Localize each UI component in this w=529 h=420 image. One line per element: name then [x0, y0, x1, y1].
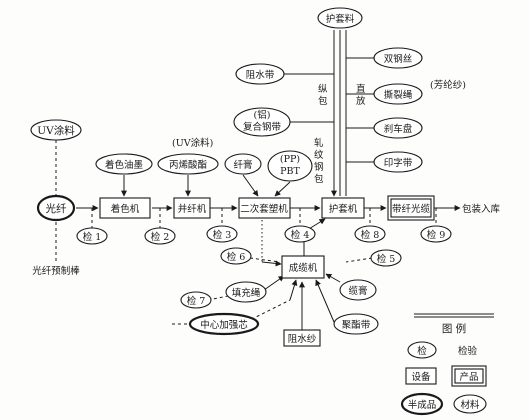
- svg-text:检 4: 检 4: [291, 229, 310, 241]
- svg-text:聚酯带: 聚酯带: [342, 320, 371, 331]
- svg-text:检 8: 检 8: [361, 229, 380, 241]
- svg-text:撕裂绳: 撕裂绳: [384, 89, 413, 101]
- polyester-tape-material: 聚酯带: [333, 313, 379, 335]
- legend: 图 例 检 检验 设备 产品 半成品 材料: [400, 313, 494, 416]
- svg-text:复合钢带: 复合钢带: [243, 121, 282, 133]
- finished-cable-product: 带纤光缆: [387, 195, 435, 221]
- pack-storage-label: 包装入库: [462, 203, 501, 215]
- svg-text:中心加强芯: 中心加强芯: [200, 319, 248, 331]
- svg-text:护套料: 护套料: [326, 13, 355, 25]
- water-block-yarn-material: 阻水带: [235, 63, 285, 85]
- svg-text:纹: 纹: [314, 149, 324, 161]
- svg-text:印字带: 印字带: [384, 157, 413, 169]
- svg-text:双钢丝: 双钢丝: [384, 53, 413, 65]
- legend-material-symbol: [453, 394, 487, 414]
- svg-text:并纤机: 并纤机: [178, 203, 207, 215]
- inspection-5: 检 5: [370, 249, 402, 267]
- svg-text:带纤光缆: 带纤光缆: [392, 203, 431, 215]
- svg-text:光纤预制棒: 光纤预制棒: [32, 265, 80, 277]
- inspection-1: 检 1: [76, 227, 108, 245]
- stranding-machine: 成缆机: [281, 255, 325, 279]
- svg-text:丙烯酸酯: 丙烯酸酯: [169, 159, 208, 171]
- svg-text:半成品: 半成品: [408, 399, 437, 411]
- rewinding-machine: 并纤机: [173, 197, 211, 219]
- pp-pbt-material: (PP) PBT: [267, 150, 313, 182]
- svg-text:成缆机: 成缆机: [289, 262, 318, 274]
- svg-text:放: 放: [356, 95, 366, 107]
- water-block-tape-material: 阻水纱: [283, 329, 321, 347]
- svg-text:检 1: 检 1: [83, 231, 102, 243]
- brake-wheel-material: 刹车盘: [373, 117, 423, 139]
- svg-text:检 3: 检 3: [213, 229, 232, 241]
- svg-text:护套机: 护套机: [329, 203, 358, 215]
- marking-tape-material: 印字带: [373, 151, 423, 173]
- composite-tape-material: (铝) 复合钢带: [233, 107, 291, 137]
- legend-inspect-symbol: [407, 341, 437, 359]
- inspection-3: 检 3: [206, 225, 238, 243]
- svg-text:(PP): (PP): [280, 154, 300, 165]
- svg-text:检 7: 检 7: [187, 295, 206, 307]
- filler-rope-material: 填充绳: [225, 281, 267, 303]
- optical-fiber-semi: 光纤: [36, 194, 76, 222]
- svg-text:设备: 设备: [411, 371, 431, 383]
- inspection-4: 检 4: [284, 225, 316, 243]
- ripcord-material: 撕裂绳: [373, 83, 423, 105]
- inspection-8: 检 8: [354, 225, 386, 243]
- inspection-6: 检 6: [220, 247, 252, 265]
- armor-label-1: 纵: [318, 84, 328, 95]
- svg-text:着色机: 着色机: [111, 203, 140, 215]
- svg-text:检 5: 检 5: [377, 253, 396, 265]
- svg-text:阻水纱: 阻水纱: [288, 333, 317, 345]
- svg-text:产品: 产品: [459, 371, 478, 383]
- center-member-semi: 中心加强芯: [188, 312, 260, 336]
- svg-text:检 9: 检 9: [427, 229, 446, 241]
- inspection-7: 检 7: [180, 291, 212, 309]
- svg-text:检: 检: [417, 345, 427, 357]
- svg-text:填充绳: 填充绳: [232, 287, 261, 299]
- svg-text:着色油墨: 着色油墨: [105, 159, 144, 171]
- svg-text:UV涂料: UV涂料: [37, 124, 75, 137]
- svg-text:包: 包: [318, 95, 328, 107]
- svg-text:阻水带: 阻水带: [246, 69, 275, 81]
- legend-inspect-desc: 检验: [458, 345, 478, 357]
- svg-text:PBT: PBT: [280, 166, 300, 177]
- inspection-2: 检 2: [144, 227, 176, 245]
- aramid-note: (芳纶纱): [430, 79, 466, 91]
- uv-coating-note: (UV涂料): [172, 137, 213, 149]
- svg-text:(铝): (铝): [254, 109, 271, 121]
- secondary-coating-machine: 二次套塑机: [238, 197, 291, 219]
- aramid-yarn-material: 双钢丝: [373, 47, 423, 69]
- sheath-material: 护套料: [317, 7, 363, 29]
- uv-coating-material: UV涂料: [30, 119, 82, 141]
- svg-text:光纤: 光纤: [46, 202, 67, 215]
- svg-text:检 6: 检 6: [227, 251, 246, 263]
- svg-text:刹车盘: 刹车盘: [384, 123, 413, 135]
- armor-label-3: 轧: [314, 137, 324, 149]
- armor-label-2: 直: [356, 83, 366, 95]
- colorant-resin-material: 着色油墨: [95, 153, 153, 175]
- legend-semi-symbol: [400, 392, 444, 416]
- fiber-preform-material: 光纤预制棒: [32, 265, 80, 277]
- legend-equipment-symbol: [405, 367, 437, 385]
- svg-text:材料: 材料: [460, 399, 480, 411]
- svg-text:钢: 钢: [314, 161, 324, 173]
- svg-text:包: 包: [314, 173, 324, 185]
- svg-text:纤膏: 纤膏: [233, 159, 252, 171]
- coloring-machine: 着色机: [99, 197, 151, 219]
- legend-product-symbol: [454, 368, 484, 384]
- fiber-paste-material: 纤膏: [224, 153, 262, 175]
- svg-text:缆膏: 缆膏: [348, 285, 367, 297]
- svg-text:检 2: 检 2: [151, 231, 170, 243]
- cable-paste-material: 缆膏: [339, 279, 377, 301]
- inspection-9: 检 9: [420, 225, 452, 243]
- sheathing-machine: 护套机: [321, 197, 365, 219]
- svg-text:二次套塑机: 二次套塑机: [240, 203, 288, 215]
- acrylic-resin-material: 丙烯酸酯: [157, 153, 219, 175]
- legend-title: 图 例: [442, 322, 466, 335]
